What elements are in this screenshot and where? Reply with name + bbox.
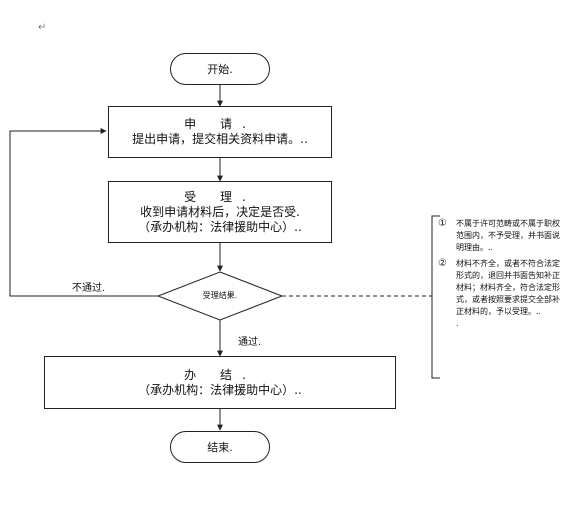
pass-label: 通过. — [238, 337, 262, 348]
start-node: 开始. — [170, 53, 270, 85]
note-item-1: ① 不属于许可范畴或不属于职权范围内，不予受理，并书面说明理由。.. — [438, 218, 566, 254]
end-node: 结束. — [170, 431, 270, 463]
apply-title: 申 请. — [184, 117, 256, 131]
note-text-1: 不属于许可范畴或不属于职权范围内，不予受理，并书面说明理由。.. — [456, 219, 560, 252]
note-number-1: ① — [438, 218, 447, 229]
accept-box: 受 理. 收到申请材料后，决定是否受. （承办机构：法律援助中心）.. — [108, 181, 332, 243]
note-trail: . — [456, 319, 459, 328]
return-mark: ↵ — [38, 22, 47, 33]
note-panel: ① 不属于许可范畴或不属于职权范围内，不予受理，并书面说明理由。.. ② 材料不… — [438, 218, 566, 330]
accept-desc: 收到申请材料后，决定是否受. — [140, 204, 300, 219]
note-text-2: 材料不齐全，或者不符合法定形式的，退回并书面告知补正材料；材料齐全，符合法定形式… — [456, 259, 560, 316]
accept-agency: （承办机构：法律援助中心）.. — [138, 219, 302, 234]
handle-box: 办 结. （承办机构：法律援助中心）.. — [44, 356, 396, 409]
start-label: 开始. — [207, 63, 233, 76]
end-label: 结束. — [207, 441, 233, 454]
accept-title: 受 理. — [184, 189, 256, 204]
handle-title: 办 结. — [184, 367, 256, 382]
handle-agency: （承办机构：法律援助中心）.. — [138, 382, 302, 397]
fail-label: 不通过. — [72, 283, 106, 294]
arrow-fail-loop — [9, 128, 158, 297]
apply-desc: 提出申请，提交相关资料申请。.. — [132, 132, 308, 146]
note-bracket — [431, 215, 440, 379]
apply-box: 申 请. 提出申请，提交相关资料申请。.. — [108, 106, 332, 158]
note-number-2: ② — [438, 258, 447, 269]
decision-label: 受理结果. — [202, 291, 238, 300]
note-item-2: ② 材料不齐全，或者不符合法定形式的，退回并书面告知补正材料；材料齐全，符合法定… — [438, 258, 566, 318]
